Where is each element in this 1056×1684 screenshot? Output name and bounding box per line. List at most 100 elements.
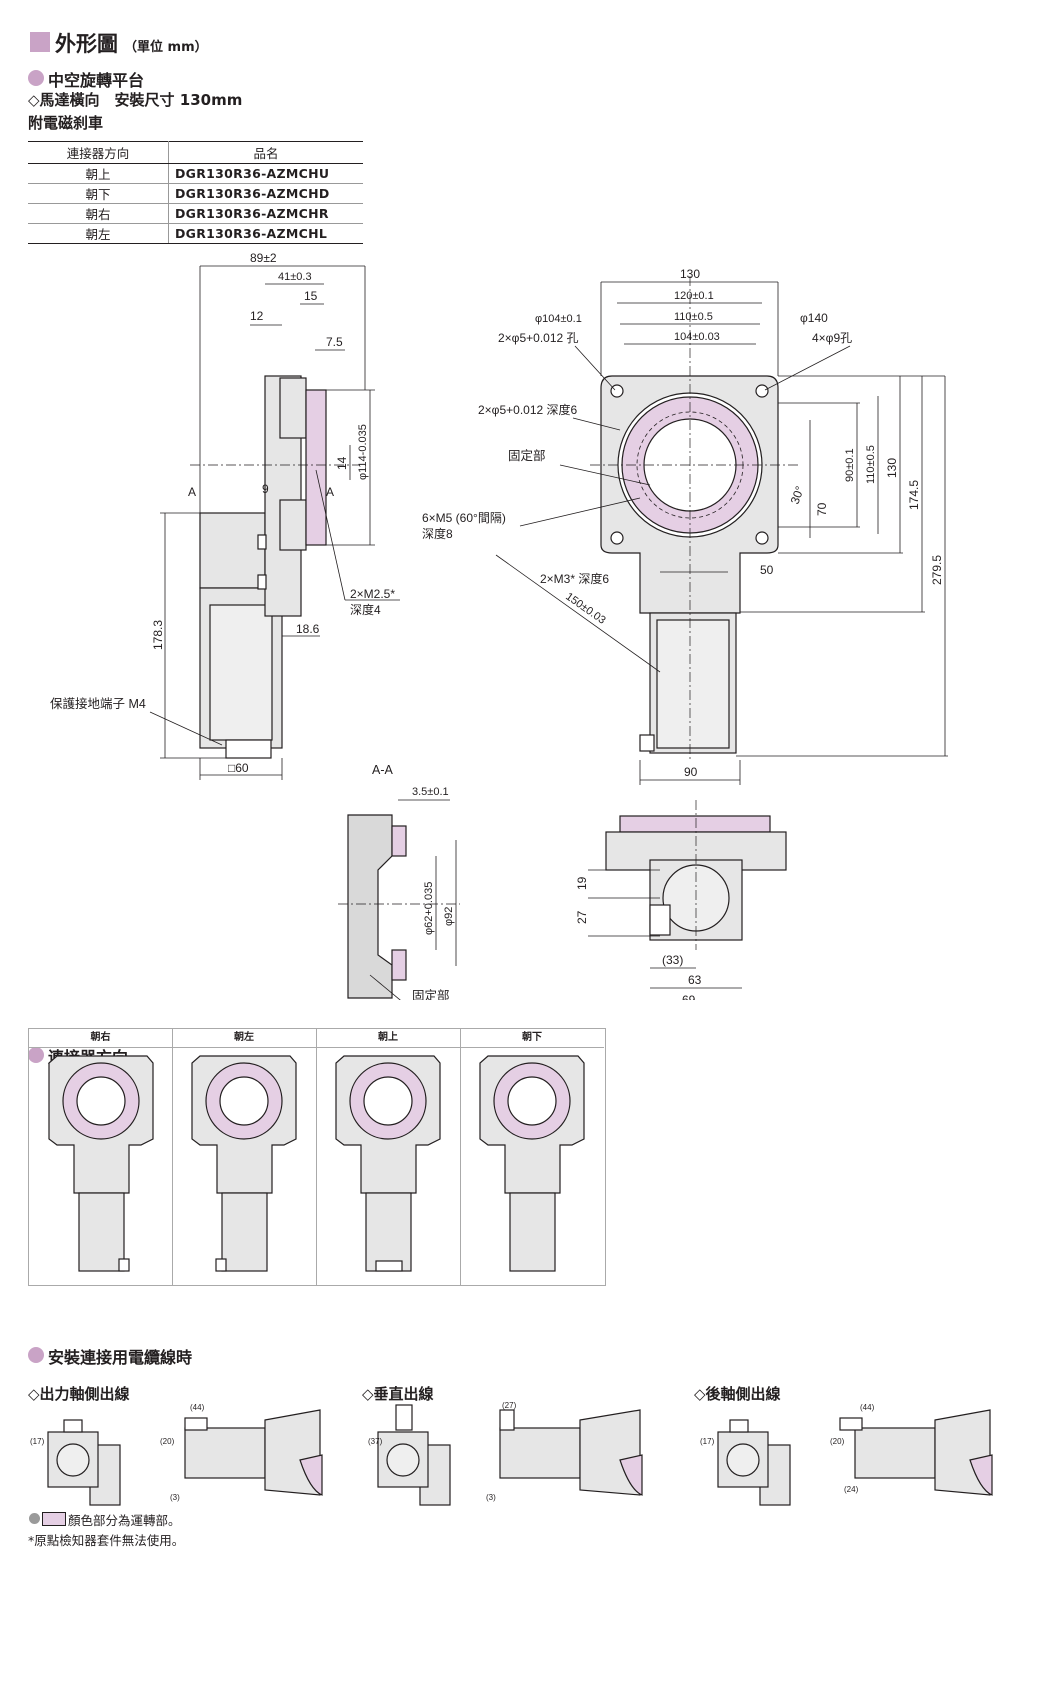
m5-depth: 深度8 [422,526,453,541]
angle-30: 30° [788,484,807,506]
dim-label: (3) [486,1493,496,1502]
dim-label: (20) [160,1437,175,1446]
connector-cell: 朝左 [172,1029,317,1285]
unit-label: （單位 mm） [124,40,208,55]
screw-mark [257,534,267,550]
section-aa-view: A-A 3.5±0.1 φ62+0.035 φ92 固定部 [338,763,460,1000]
dim-27: 27 [575,910,589,924]
m2-5-label: 2×M2.5* [350,587,395,601]
section-fixed-label: 固定部 [412,988,450,1000]
side-view: 89±2 41±0.3 15 12 7.5 φ114-0.035 14 9 A … [50,251,400,780]
cable-figure-output: (17) (44) (20) (3) [30,1403,323,1506]
section-aa-label: A-A [372,763,394,777]
legend-swatch [42,1512,66,1526]
dim-18-6: 18.6 [296,622,320,636]
m2-5-depth: 深度4 [350,602,381,617]
dim-130v: 130 [885,458,899,478]
dim-70: 70 [815,502,829,516]
dim-label: (20) [830,1437,845,1446]
connector-label: 朝下 [460,1029,604,1048]
connector-label: 朝右 [29,1029,172,1048]
legend-text: 顏色部分為運轉部。 [68,1513,181,1528]
motor-front-inner [656,619,730,749]
dim-110: 110±0.5 [674,311,713,323]
dim-63: 63 [688,973,702,987]
bullet-dot-icon [28,70,44,86]
dim-279-5: 279.5 [930,555,944,585]
table-header-row: 連接器方向 品名 [28,141,363,164]
dim-12: 12 [250,309,264,323]
bottom-connector [649,904,671,936]
table-cell: DGR130R36-AZMCHU [168,163,363,184]
mount-hole [610,384,624,398]
dim-14: 14 [335,456,349,470]
dim-label: (44) [860,1403,875,1412]
connector-down-figure [479,1055,585,1272]
table-cell: DGR130R36-AZMCHL [168,223,363,244]
motor-section [209,604,273,741]
dim-phi62: φ62+0.035 [423,882,435,935]
cable-subheading-vertical: ◇垂直出線 [362,1385,434,1403]
section-heading-rotary: 中空旋轉平台 [48,71,145,90]
motor-upper [199,512,266,589]
connector-left-figure [191,1055,297,1272]
bottom-view: 19 27 (33) 63 69 [575,800,787,1000]
dim-label: (17) [700,1437,715,1446]
dim-label: (27) [502,1401,517,1410]
cable-subheading-output: ◇出力軸側出線 [28,1385,130,1403]
connector-cell: 朝右 [29,1029,173,1285]
cable-subheading-rear: ◇後軸側出線 [694,1385,781,1403]
screw-mark [257,574,267,590]
section-a-left: A [188,485,196,499]
table-cell: 朝右 [28,203,169,224]
dim-label: (24) [844,1485,859,1494]
dim-69: 69 [682,993,696,1000]
dim-130: 130 [680,267,700,281]
connector-cell: 朝下 [460,1029,604,1285]
table-header: 連接器方向 [28,141,169,164]
flange-bottom [279,499,307,551]
dim-phi114: φ114-0.035 [357,424,369,480]
ground-terminal-label: 保護接地端子 M4 [50,696,146,711]
m3-label: 2×M3* 深度6 [540,571,609,586]
cable-figure-vertical: (37) (27) (3) [368,1401,643,1506]
dim-90: 90±0.1 [844,448,856,482]
dim-41: 41±0.3 [278,271,312,283]
section-rotating-bottom [391,949,407,981]
section-a-right: A [326,485,334,499]
dim-174-5: 174.5 [907,480,921,510]
mount-hole [610,531,624,545]
dim-150: 150±0.03 [563,591,607,627]
pin-hole-label: 2×φ5+0.012 孔 [498,331,579,345]
connector-direction-table: 朝右 朝左 朝上 朝下 [28,1028,606,1286]
dim-phi140: φ140 [800,311,828,325]
mount-hole-label: 4×φ9孔 [812,331,852,345]
dim-label: (3) [170,1493,180,1502]
cable-figures: (17) (44) (20) (3) (37) (27) (3) (17) (4… [30,1401,993,1506]
legend-dot-icon [29,1513,40,1524]
bullet-dot-icon [28,1347,44,1363]
dim-120: 120±0.1 [674,290,714,302]
bullet-dot-icon [28,1047,44,1063]
mount-hole [755,531,769,545]
dim-phi104: φ104±0.1 [535,313,582,325]
connector [225,739,272,759]
table-cell: 朝下 [28,183,169,204]
bottom-rotating-table [619,815,771,833]
table-cell: 朝左 [28,223,169,244]
connector-up-figure [335,1055,441,1272]
dim-178-3: 178.3 [151,620,165,650]
title-square-icon [30,32,50,52]
front-view: 130 120±0.1 110±0.5 104±0.03 φ104±0.1 φ1… [422,267,948,785]
table-header: 品名 [168,141,363,164]
section-rotating-top [391,825,407,857]
pin-depth-label: 2×φ5+0.012 深度6 [478,402,578,417]
connector-label: 朝上 [316,1029,460,1048]
fixed-part-label: 固定部 [508,448,546,463]
connector-front [639,734,655,752]
connector-right-figure [48,1055,154,1272]
